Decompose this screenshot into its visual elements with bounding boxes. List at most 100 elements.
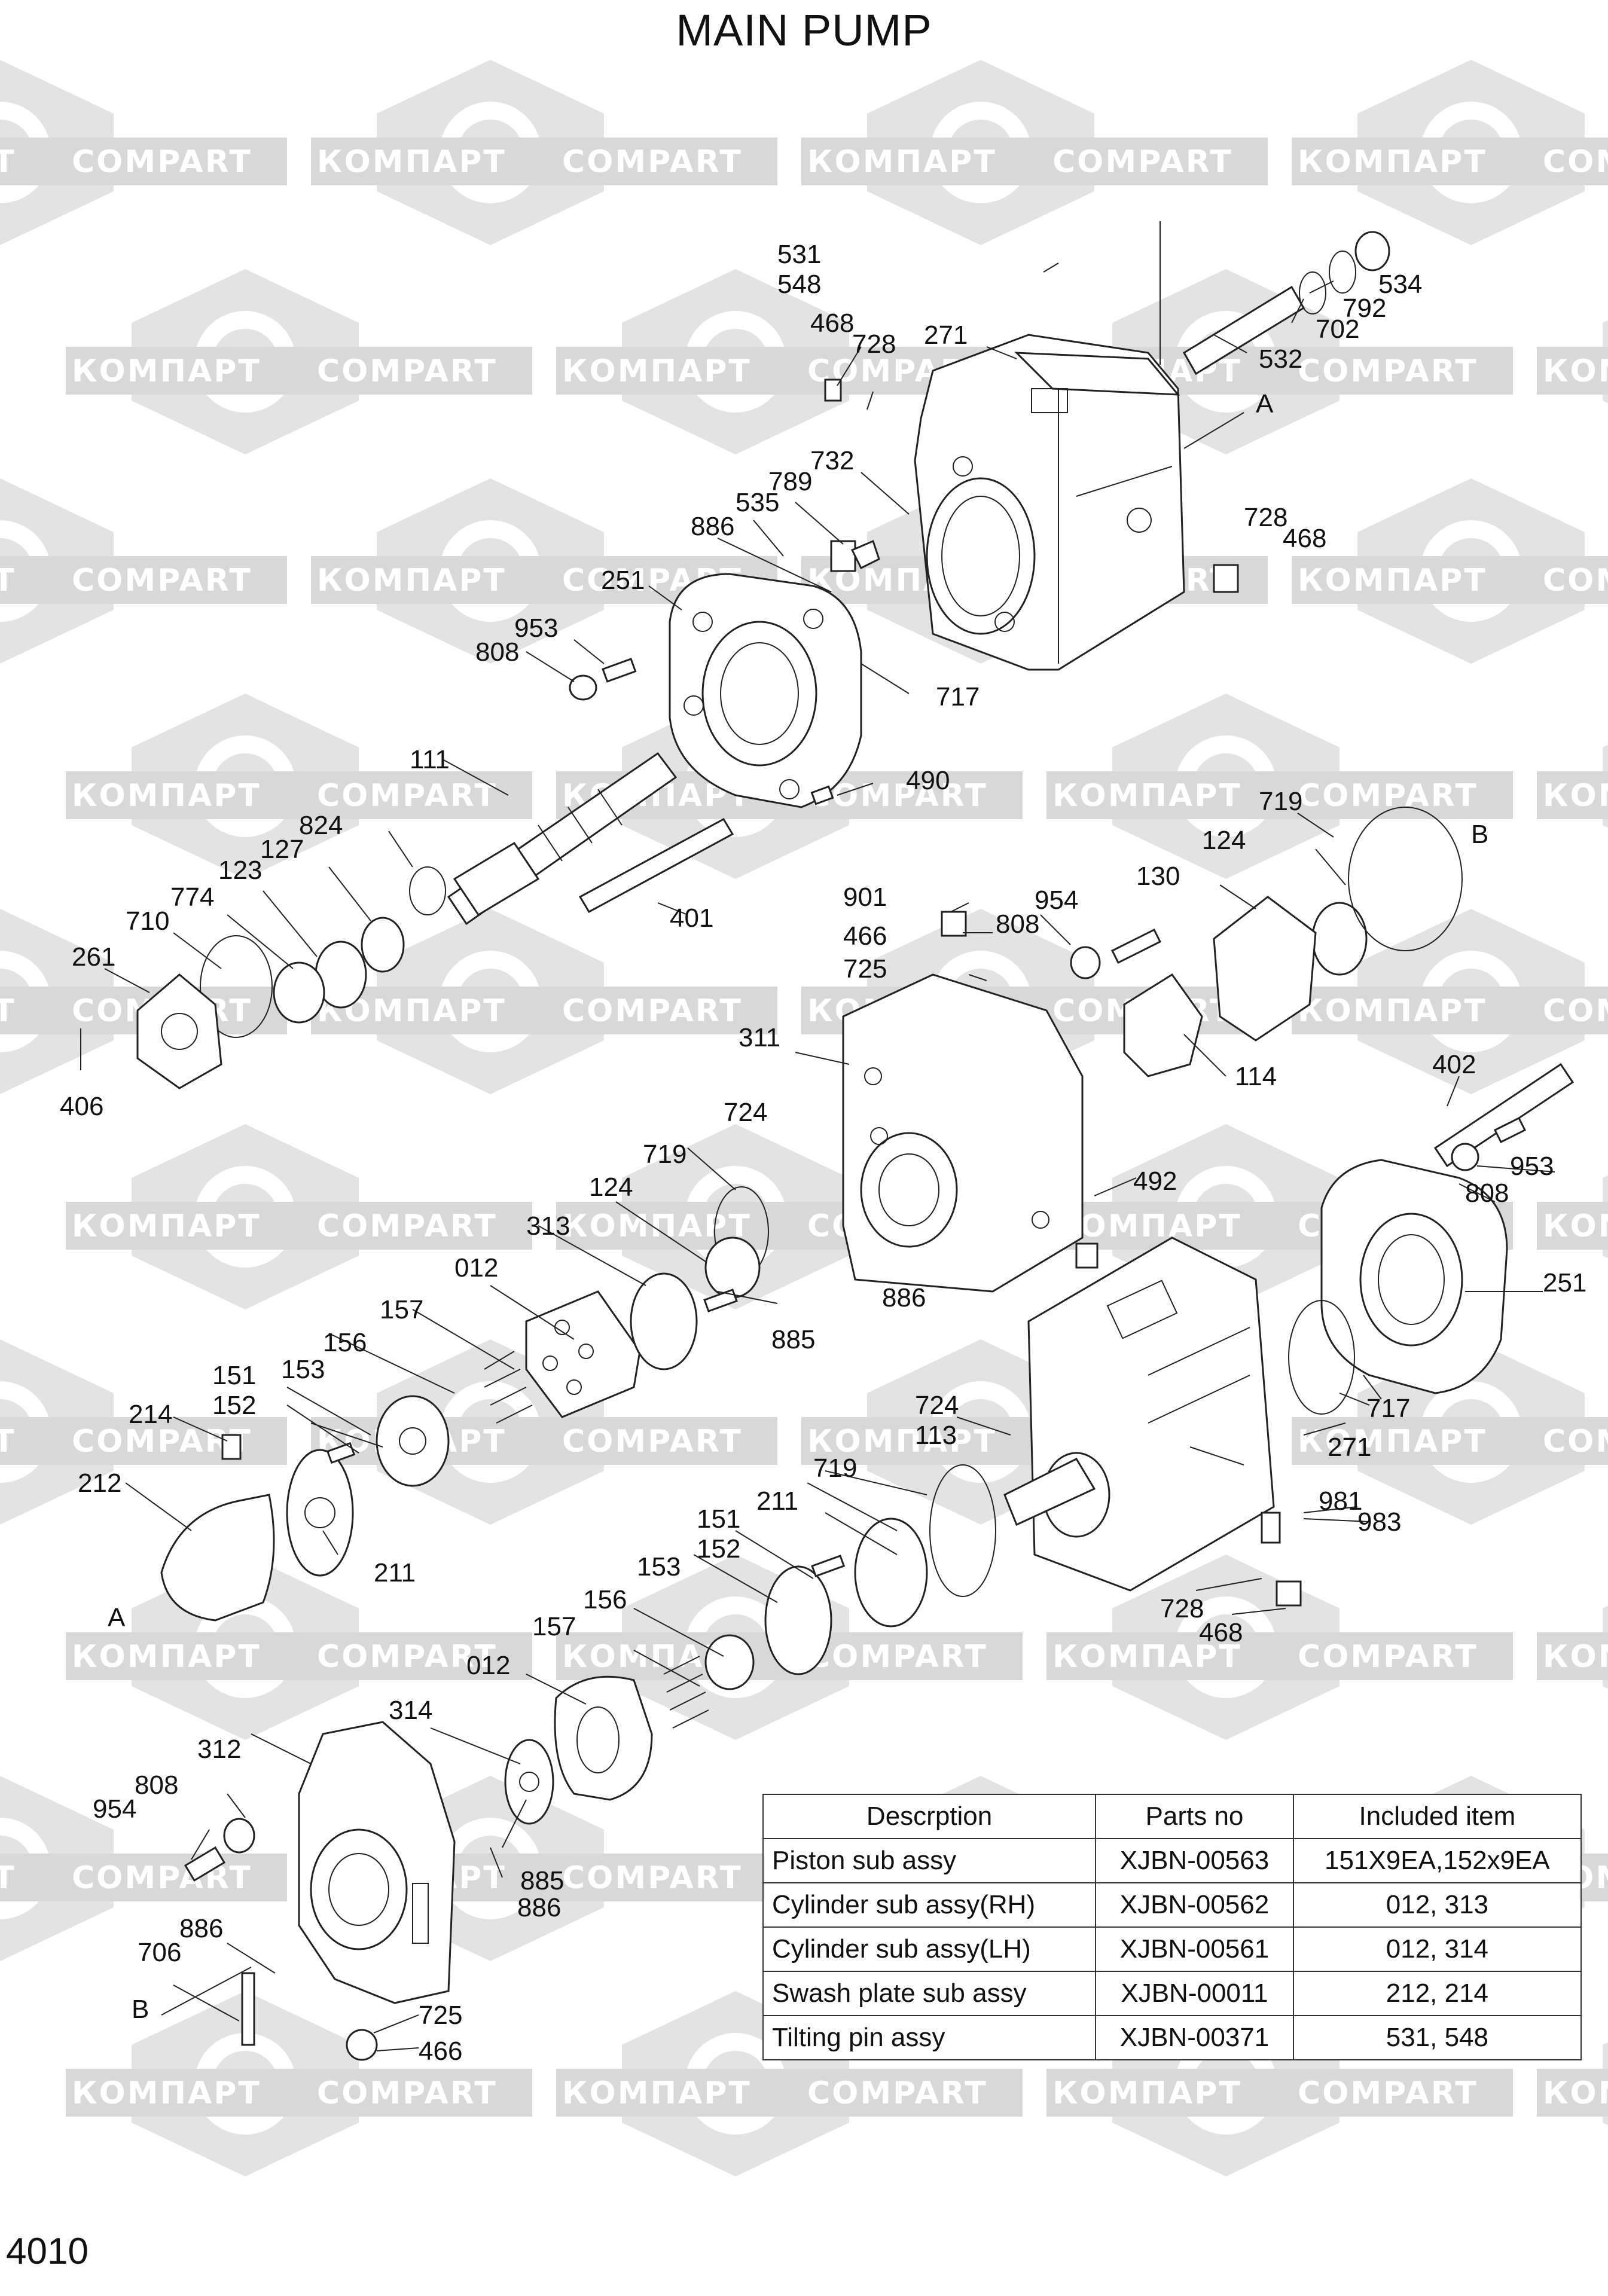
watermark-text: КОМПАРТ — [72, 353, 261, 389]
callout: 719 — [1259, 787, 1302, 816]
watermark-text: КОМПАРТ — [1298, 563, 1487, 599]
pistons-lower — [663, 1656, 709, 1729]
watermark-text: COMPART — [317, 1639, 498, 1675]
watermark-band — [66, 1202, 532, 1250]
table-row: Swash plate sub assy XJBN-00011 212, 214 — [762, 1971, 1582, 2016]
watermark-band — [1046, 771, 1513, 819]
callout: 151 — [212, 1361, 256, 1390]
watermark-text: COMPART — [1052, 144, 1233, 180]
callout: 312 — [197, 1735, 241, 1764]
watermark-text: КОМПАРТ — [1052, 778, 1242, 814]
table-row: Cylinder sub assy(LH) XJBN-00561 012, 31… — [762, 1926, 1582, 1972]
drive-shaft — [447, 752, 678, 926]
callout: 152 — [697, 1534, 740, 1564]
callout: 886 — [517, 1893, 561, 1922]
callout: 728 — [1244, 503, 1287, 532]
watermark-text: COMPART — [317, 2075, 498, 2111]
table-row: Tilting pin assy XJBN-00371 531, 548 — [762, 2015, 1582, 2060]
callout: 490 — [906, 766, 950, 795]
callout: 724 — [724, 1098, 767, 1127]
watermark-band — [1292, 138, 1608, 185]
table-cell: Cylinder sub assy(RH) — [762, 1882, 1097, 1928]
callout: 885 — [771, 1325, 815, 1354]
watermark-text: КОМПАРТ — [807, 1424, 997, 1460]
watermark-band — [1046, 2069, 1513, 2117]
callout: 981 — [1319, 1486, 1362, 1516]
table-cell: XJBN-00561 — [1095, 1926, 1294, 1972]
table-cell: 012, 314 — [1292, 1926, 1582, 1972]
watermark-band — [1046, 1632, 1513, 1680]
watermark-band — [66, 1632, 532, 1680]
callout: 702 — [1316, 315, 1359, 344]
callout: 313 — [526, 1211, 570, 1241]
callout: 157 — [380, 1295, 423, 1324]
callout: 886 — [691, 512, 734, 541]
callout: 468 — [810, 309, 854, 338]
callout: A — [108, 1603, 126, 1632]
callout: 492 — [1133, 1167, 1177, 1196]
callout: 251 — [601, 566, 645, 595]
column-header: Descrption — [762, 1794, 1097, 1839]
callout: 725 — [419, 2001, 462, 2030]
watermark-text: КОМПАРТ — [1052, 1639, 1242, 1675]
watermark-text: COMPART — [562, 1424, 743, 1460]
watermark-text: КОМПАРТ — [1298, 1424, 1487, 1460]
callout: 156 — [323, 1328, 367, 1357]
watermark-text: КОМПАРТ — [1543, 778, 1608, 814]
table-cell: XJBN-00011 — [1095, 1971, 1294, 2016]
watermark-band — [1292, 1417, 1608, 1465]
callout-labels: 531 548 534 792 702 532 468 728 271 A 73… — [60, 240, 1586, 2066]
callout: 953 — [1510, 1152, 1554, 1181]
watermark-text: КОМПАРТ — [72, 1639, 261, 1675]
watermark-text: КОМПАРТ — [317, 563, 506, 599]
callout: 111 — [410, 745, 450, 774]
watermark-text: COMPART — [72, 1424, 252, 1460]
watermark-text: КОМПАРТ — [1543, 1639, 1608, 1675]
table-cell: 212, 214 — [1292, 1971, 1582, 2016]
callout: 124 — [589, 1173, 633, 1202]
table-cell: 012, 313 — [1292, 1882, 1582, 1928]
callout: 901 — [843, 883, 887, 912]
callout: 954 — [93, 1794, 136, 1824]
callout: 535 — [736, 488, 779, 517]
callout: 468 — [1199, 1618, 1243, 1647]
callout: 214 — [129, 1400, 172, 1429]
table-row: Piston sub assy XJBN-00563 151X9EA,152x9… — [762, 1838, 1582, 1883]
callout: A — [1256, 389, 1274, 419]
table-cell: Piston sub assy — [762, 1838, 1097, 1883]
watermark-band — [311, 138, 777, 185]
callout: 725 — [843, 954, 887, 984]
callout: 728 — [852, 329, 896, 359]
parts-table: Descrption Parts no Included item Piston… — [762, 1794, 1582, 2060]
watermark-text: COMPART — [317, 353, 498, 389]
table-cell: Swash plate sub assy — [762, 1971, 1097, 2016]
watermark-text: COMPART — [562, 993, 743, 1029]
watermark-text: КОМПАРТ — [1052, 1208, 1242, 1244]
watermark-text: COMPART — [807, 1639, 988, 1675]
watermark-text: COMPART — [72, 1860, 252, 1896]
table-cell: 531, 548 — [1292, 2015, 1582, 2060]
callout: 534 — [1378, 270, 1422, 299]
seal-cover — [136, 973, 222, 1089]
callout: 886 — [882, 1283, 926, 1312]
watermark-text: КОМПАРТ — [72, 778, 261, 814]
callout: 719 — [643, 1140, 686, 1169]
parts-artwork — [136, 231, 1575, 2061]
callout: 211 — [374, 1558, 416, 1587]
callout: 706 — [138, 1938, 181, 1967]
callout: 710 — [126, 906, 169, 936]
watermark-text: COMPART — [1298, 778, 1478, 814]
watermark-band — [1537, 2069, 1608, 2117]
callout: 719 — [813, 1454, 857, 1483]
watermark-text: COMPART — [1543, 993, 1608, 1029]
callout: B — [132, 1995, 149, 2024]
